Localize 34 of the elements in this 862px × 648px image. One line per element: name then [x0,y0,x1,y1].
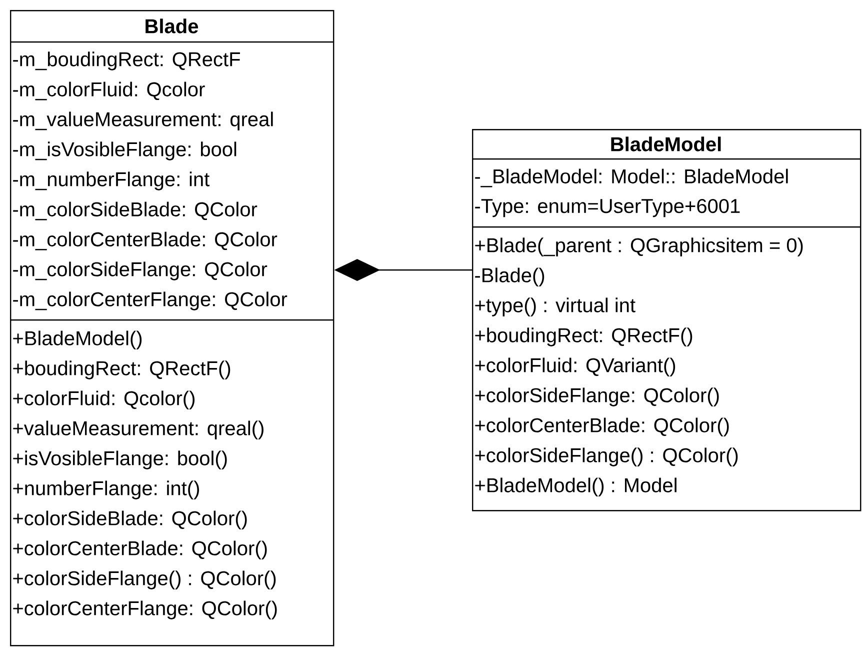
attribute-text: -m_colorCenterFlange: QColor [13,292,288,310]
class-name: BladeModel [611,136,721,152]
attribute-text: -m_colorSideFlange: QColor [13,262,268,280]
attribute-text: -Type: enum=UserType+6001 [475,198,740,218]
method-text: +boudingRect: QRectF() [475,328,692,346]
method-text: +colorSideFlange() : QColor() [475,448,738,466]
attribute-text: -m_colorSideBlade: QColor [13,202,258,220]
attribute-text: -_BladeModel: Model:: BladeModel [475,168,788,188]
attribute-text: -m_valueMeasurement: qreal [13,112,273,130]
method-text: +colorCenterBlade: QColor() [13,540,267,560]
method-text: +boudingRect: QRectF() [13,360,230,380]
method-text: +colorFluid: Qcolor() [13,390,194,410]
class-name: Blade [146,18,198,34]
method-text: -Blade() [475,268,544,286]
method-text: +colorFluid: QVariant() [475,358,676,376]
method-text: +type() : virtual int [475,298,636,316]
attribute-text: -m_isVosibleFlange: bool [13,142,236,160]
class-box [472,129,862,512]
method-text: +colorSideBlade: QColor() [13,510,247,530]
method-text: +valueMeasurement: qreal() [13,420,264,440]
class-box [10,10,334,646]
method-text: +colorSideFlange: QColor() [475,388,719,406]
method-text: +BladeModel() : Model [475,478,676,496]
attribute-text: -m_colorFluid: Qcolor [13,82,205,100]
method-text: +colorSideFlange() : QColor() [13,570,276,590]
method-text: +isVosibleFlange: bool() [13,450,227,470]
attribute-text: -m_colorCenterBlade: QColor [13,232,278,250]
attribute-text: -m_boudingRect: QRectF [13,52,240,70]
method-text: +BladeModel() [13,330,142,350]
attribute-text: -m_numberFlange: int [13,172,210,190]
method-text: +colorCenterFlange: QColor() [13,600,277,620]
method-text: +Blade(_parent : QGraphicsitem = 0) [475,238,803,256]
method-text: +numberFlange: int() [13,480,199,500]
method-text: +colorCenterBlade: QColor() [475,418,729,436]
